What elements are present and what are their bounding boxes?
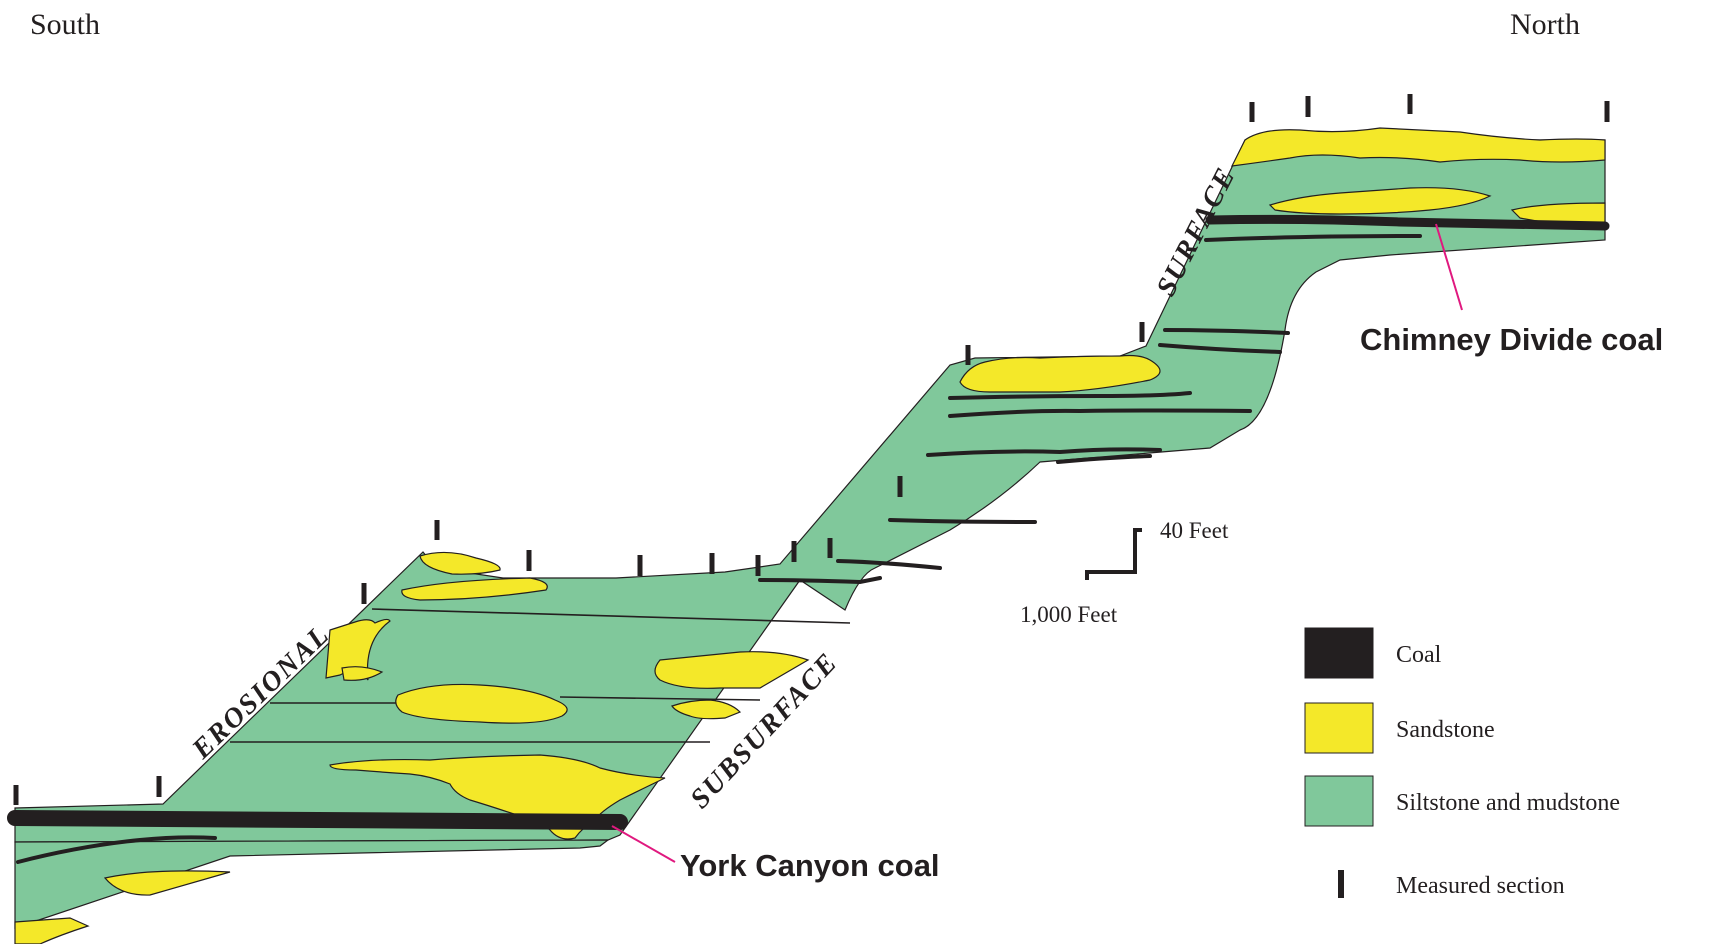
north-label: North bbox=[1510, 8, 1580, 41]
sandstone-lens bbox=[395, 683, 568, 724]
legend-swatch-coal bbox=[1304, 627, 1374, 679]
scale-vertical-label: 40 Feet bbox=[1160, 518, 1229, 543]
legend-label-sandstone: Sandstone bbox=[1396, 717, 1495, 743]
york-canyon-coal-bed bbox=[7, 810, 628, 830]
scale-horizontal-label: 1,000 Feet bbox=[1020, 602, 1118, 627]
sandstone-lens bbox=[1268, 187, 1492, 215]
sandstone-top-north bbox=[1230, 127, 1606, 167]
coal-seam bbox=[1163, 328, 1290, 335]
coal-beds bbox=[7, 214, 1610, 864]
coal-seam bbox=[1158, 343, 1282, 354]
legend-swatch-siltstone bbox=[1304, 775, 1374, 827]
scale-bar-lines bbox=[1085, 528, 1142, 580]
bedding-lines bbox=[230, 608, 851, 743]
sandstone-lens bbox=[103, 870, 231, 896]
coal-seam bbox=[1056, 454, 1152, 464]
sandstone-lens bbox=[341, 666, 384, 681]
sandstone-lens bbox=[654, 651, 810, 689]
york-canyon-coal-label: York Canyon coal bbox=[680, 848, 940, 883]
coal-seam bbox=[758, 576, 882, 585]
legend: Coal Sandstone Siltstone and mudstone Me… bbox=[1304, 627, 1620, 899]
sandstone-lens bbox=[419, 551, 501, 575]
south-label: South bbox=[30, 8, 100, 41]
siltstone-lower-wedge bbox=[14, 839, 610, 929]
legend-label-coal: Coal bbox=[1396, 642, 1442, 668]
chimney-divide-coal-bed bbox=[1205, 214, 1610, 231]
sandstone-lens bbox=[401, 577, 548, 601]
york-canyon-leader bbox=[611, 825, 676, 863]
coal-seam bbox=[16, 835, 217, 864]
chimney-divide-leader bbox=[1435, 223, 1463, 311]
legend-label-measured-section: Measured section bbox=[1396, 873, 1565, 899]
scale-bar: 40 Feet 1,000 Feet bbox=[1020, 518, 1229, 627]
measured-section-ticks bbox=[13, 94, 1610, 805]
legend-swatch-sandstone bbox=[1304, 702, 1374, 754]
sandstone-lens bbox=[14, 917, 90, 944]
coal-seam bbox=[926, 447, 1162, 457]
coal-seam bbox=[948, 391, 1192, 400]
legend-label-siltstone: Siltstone and mudstone bbox=[1396, 790, 1620, 816]
sandstone-lens bbox=[959, 354, 1161, 393]
coal-seam bbox=[948, 408, 1252, 418]
coal-seam bbox=[1204, 234, 1422, 242]
coal-seam bbox=[836, 559, 942, 570]
sandstone-lens bbox=[671, 699, 742, 720]
chimney-divide-coal-label: Chimney Divide coal bbox=[1360, 322, 1663, 357]
coal-seam bbox=[888, 518, 1037, 524]
